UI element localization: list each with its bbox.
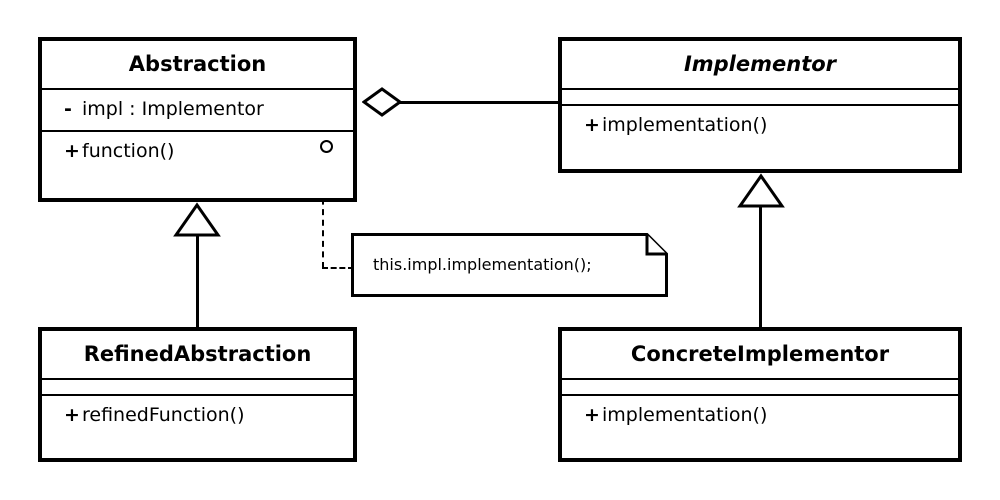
visibility-marker: + bbox=[64, 139, 80, 162]
operation-label: refinedFunction() bbox=[82, 404, 245, 426]
operation-label: implementation() bbox=[602, 114, 768, 136]
note-box[interactable]: this.impl.implementation(); bbox=[351, 233, 668, 297]
class-title-implementor: Implementor bbox=[562, 41, 958, 90]
class-operations-refined-abstraction: +refinedFunction() bbox=[42, 396, 353, 458]
class-attributes-refined-abstraction bbox=[42, 380, 353, 396]
visibility-marker: + bbox=[64, 404, 80, 426]
class-title-concrete-implementor: ConcreteImplementor bbox=[562, 331, 958, 380]
class-operations-abstraction: +function() bbox=[42, 132, 353, 198]
generalization-line-concrete-implementor bbox=[759, 205, 762, 328]
visibility-marker: + bbox=[584, 404, 600, 426]
class-box-implementor[interactable]: Implementor +implementation() bbox=[558, 37, 962, 173]
operation-row: +implementation() bbox=[562, 113, 958, 139]
aggregation-line bbox=[399, 101, 559, 104]
attribute-row: -impl : Implementor bbox=[42, 97, 353, 123]
class-title-refined-abstraction: RefinedAbstraction bbox=[42, 331, 353, 380]
visibility-marker: + bbox=[584, 114, 600, 136]
class-box-concrete-implementor[interactable]: ConcreteImplementor +implementation() bbox=[558, 327, 962, 462]
note-anchor-line-vertical bbox=[322, 188, 324, 268]
class-box-abstraction[interactable]: Abstraction -impl : Implementor +functio… bbox=[38, 37, 357, 202]
visibility-marker: - bbox=[64, 98, 72, 120]
note-anchor-line-horizontal bbox=[322, 267, 354, 269]
provided-interface-ball-icon bbox=[320, 139, 333, 153]
class-operations-implementor: +implementation() bbox=[562, 106, 958, 169]
class-box-refined-abstraction[interactable]: RefinedAbstraction +refinedFunction() bbox=[38, 327, 357, 462]
operation-label: function() bbox=[82, 139, 175, 162]
operation-label: implementation() bbox=[602, 404, 768, 426]
operation-row: +implementation() bbox=[562, 403, 958, 429]
class-attributes-concrete-implementor bbox=[562, 380, 958, 396]
class-attributes-abstraction: -impl : Implementor bbox=[42, 90, 353, 132]
operation-row: +refinedFunction() bbox=[42, 403, 353, 429]
note-shape-icon bbox=[351, 233, 668, 297]
class-operations-concrete-implementor: +implementation() bbox=[562, 396, 958, 458]
generalization-line-refined-abstraction bbox=[196, 234, 199, 328]
note-text: this.impl.implementation(); bbox=[373, 255, 592, 274]
class-attributes-implementor bbox=[562, 90, 958, 106]
operation-row: +function() bbox=[42, 139, 353, 165]
generalization-triangle-icon-left bbox=[173, 202, 221, 237]
aggregation-diamond-icon bbox=[362, 87, 402, 117]
attribute-label: impl : Implementor bbox=[82, 98, 264, 120]
generalization-triangle-icon-right bbox=[737, 173, 785, 208]
class-title-abstraction: Abstraction bbox=[42, 41, 353, 90]
